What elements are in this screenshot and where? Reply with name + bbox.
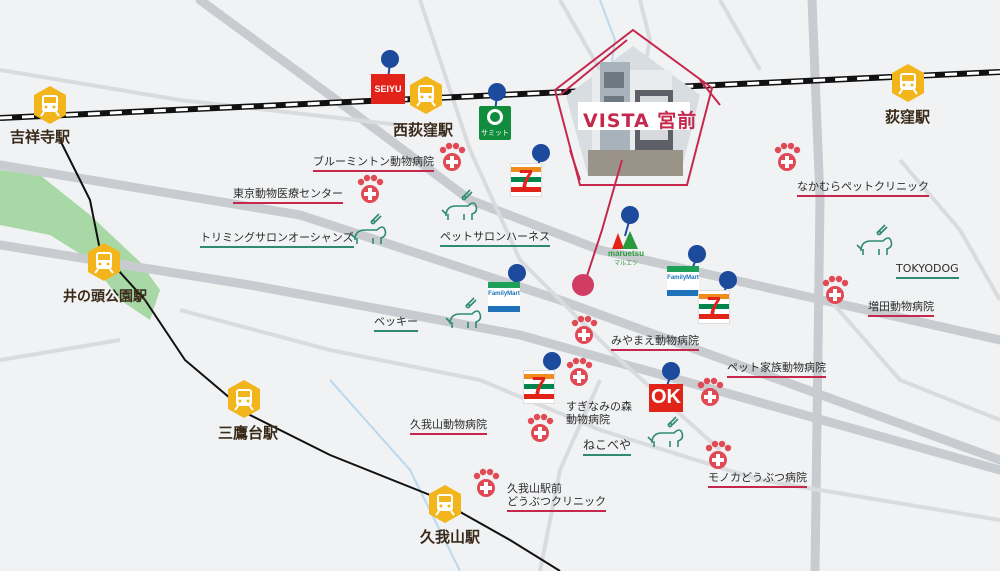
store-summit[interactable]: サミット <box>479 106 511 140</box>
summit-logo: サミット <box>481 129 509 137</box>
station-name: 吉祥寺駅 <box>10 128 71 146</box>
place-label: どうぶつクリニック <box>507 495 606 508</box>
title-bg <box>578 102 690 130</box>
store-ok[interactable]: OK <box>649 384 683 412</box>
store-seiyu[interactable]: SEIYU <box>371 74 405 104</box>
store-seven-eleven[interactable]: 7 <box>523 370 555 404</box>
train-icon <box>410 76 442 114</box>
place-label: ペットサロンハーネス <box>440 230 550 243</box>
train-icon <box>892 64 924 102</box>
station-name: 久我山駅 <box>420 528 481 546</box>
place-bloomington[interactable]: ブルーミントン動物病院 <box>313 155 434 173</box>
place-label: モノカどうぶつ病院 <box>708 471 807 484</box>
station-name: 三鷹台駅 <box>218 424 279 442</box>
place-masuda[interactable]: 増田動物病院 <box>868 300 934 318</box>
place-label: TOKYODOG <box>896 262 959 275</box>
station-name: 西荻窪駅 <box>393 121 454 139</box>
place-label: 東京動物医療センター <box>233 187 343 200</box>
place-label: ベッキー <box>374 315 418 328</box>
familymart-logo: FamilyMart <box>488 291 520 297</box>
store-seven-eleven[interactable]: 7 <box>698 290 730 324</box>
seven-logo: 7 <box>518 164 534 194</box>
place-label: 久我山動物病院 <box>410 418 487 431</box>
place-kugayama-ekimae[interactable]: 久我山駅前 どうぶつクリニック <box>507 482 606 512</box>
store-familymart[interactable]: FamilyMart <box>667 266 699 296</box>
train-icon <box>429 485 461 523</box>
seven-logo: 7 <box>706 291 722 321</box>
seven-logo: 7 <box>531 371 547 401</box>
store-seven-eleven[interactable]: 7 <box>510 163 542 197</box>
store-maruetsu[interactable]: maruetsu マルエツ <box>604 229 648 267</box>
ok-logo: OK <box>651 386 681 408</box>
train-icon <box>34 86 66 124</box>
place-label: トリミングサロンオーシャンズ <box>200 231 354 244</box>
property-location-dot <box>572 274 594 296</box>
place-label: ねこべや <box>583 438 632 452</box>
store-familymart[interactable]: FamilyMart <box>488 282 520 312</box>
place-pet-kazoku[interactable]: ペット家族動物病院 <box>727 361 826 379</box>
place-pet-salon-harness[interactable]: ペットサロンハーネス <box>440 230 550 248</box>
seiyu-logo: SEIYU <box>374 84 402 94</box>
place-label: みやまえ動物病院 <box>611 334 699 347</box>
train-icon <box>228 380 260 418</box>
place-nakamura[interactable]: なかむらペットクリニック <box>797 180 929 198</box>
station-name: 荻窪駅 <box>885 108 931 126</box>
place-label: 久我山駅前 <box>507 482 562 495</box>
place-monoka[interactable]: モノカどうぶつ病院 <box>708 471 807 489</box>
place-label: 増田動物病院 <box>868 300 934 313</box>
station-name: 井の頭公園駅 <box>63 289 147 305</box>
familymart-logo: FamilyMart <box>667 275 699 281</box>
place-nekobeya[interactable]: ねこべや <box>583 438 632 457</box>
place-miyamae[interactable]: みやまえ動物病院 <box>611 334 699 352</box>
place-tokyodog[interactable]: TOKYODOG <box>896 262 959 280</box>
place-label: 動物病院 <box>566 413 610 426</box>
summit-icon <box>487 109 503 125</box>
property-title: VISTA 宮前 <box>583 110 698 132</box>
property-frame <box>553 28 721 186</box>
place-label: すぎなみの森 <box>566 400 632 413</box>
place-label: ブルーミントン動物病院 <box>313 155 434 168</box>
place-trimming-oceans[interactable]: トリミングサロンオーシャンズ <box>200 231 354 249</box>
place-label: ペット家族動物病院 <box>727 361 826 374</box>
place-label: なかむらペットクリニック <box>797 180 929 193</box>
place-suginami-no-mori[interactable]: すぎなみの森 動物病院 <box>566 400 632 426</box>
maruetsu-icon <box>612 231 638 249</box>
maruetsu-logo: maruetsu <box>607 249 644 258</box>
train-icon <box>88 243 120 281</box>
place-tokyo-iryo[interactable]: 東京動物医療センター <box>233 187 343 205</box>
park-area <box>0 170 160 320</box>
place-becky[interactable]: ベッキー <box>374 315 418 333</box>
inokashira-line <box>59 139 561 571</box>
place-kugayama-hospital[interactable]: 久我山動物病院 <box>410 418 487 436</box>
